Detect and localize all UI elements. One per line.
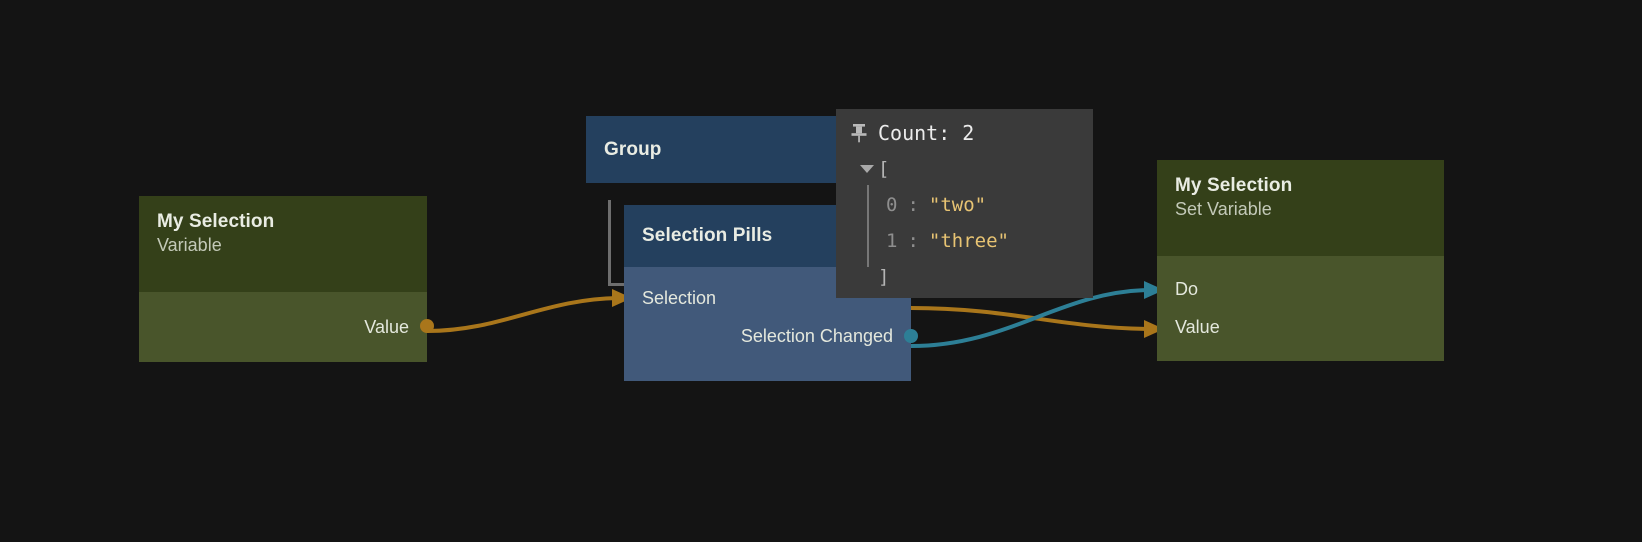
node-title: My Selection <box>157 211 275 232</box>
inspector-entry-0[interactable]: 0 : "two" <box>856 187 1075 223</box>
node-subtitle: Variable <box>157 234 222 255</box>
port-label-selection-changed: Selection Changed <box>740 325 893 346</box>
entry-separator: : <box>907 194 919 216</box>
input-row-selection[interactable]: Selection <box>624 279 911 317</box>
node-my-selection-variable[interactable]: My Selection Variable Value <box>139 196 434 362</box>
entry-value: "three" <box>928 230 1009 252</box>
input-row-do[interactable]: Do <box>1157 270 1444 308</box>
port-label-do: Do <box>1175 278 1199 299</box>
entry-separator: : <box>907 230 919 252</box>
inspector-title: Count: 2 <box>878 121 975 145</box>
inspector-value-tree: [ 0 : "two" 1 : "three" ] <box>850 151 1075 295</box>
wire-selection-to-value <box>910 306 1151 331</box>
entry-value: "two" <box>928 194 987 216</box>
inspector-entry-1[interactable]: 1 : "three" <box>856 223 1075 259</box>
set-variable-subtitle: Set Variable <box>1175 198 1272 219</box>
output-port-selection-changed-dot[interactable] <box>904 329 918 343</box>
inspector-row-open-bracket[interactable]: [ <box>856 151 1075 187</box>
group-title: Group <box>604 138 662 160</box>
input-row-value[interactable]: Value <box>1157 308 1444 346</box>
entry-index: 0 <box>886 194 898 216</box>
open-bracket: [ <box>878 158 890 180</box>
node-body-set-variable: Do Value <box>1157 256 1444 361</box>
set-variable-title: My Selection <box>1175 175 1293 196</box>
wire-value-to-selection <box>426 296 619 333</box>
port-label-selection: Selection <box>642 287 717 308</box>
close-bracket: ] <box>878 266 890 288</box>
inspector-header: Count: 2 <box>850 121 1075 145</box>
node-header-set-variable[interactable]: My Selection Set Variable <box>1157 160 1444 256</box>
output-row-selection-changed[interactable]: Selection Changed <box>624 317 918 355</box>
output-port-value-dot[interactable] <box>420 318 434 333</box>
inspector-row-close-bracket: ] <box>856 259 1075 295</box>
entry-index: 1 <box>886 230 898 252</box>
node-body: Value <box>139 292 434 362</box>
pushpin-icon[interactable] <box>850 123 868 143</box>
triangle-down-icon[interactable] <box>856 165 878 173</box>
output-row-value[interactable]: Value <box>139 292 434 362</box>
group-bracket <box>608 200 632 286</box>
node-header[interactable]: My Selection Variable <box>139 196 427 292</box>
port-label-value-in: Value <box>1175 316 1220 337</box>
wire-selectionchanged-to-do <box>910 288 1151 348</box>
selection-pills-title: Selection Pills <box>642 225 773 247</box>
port-label-value: Value <box>364 316 409 337</box>
indent-guide <box>867 185 869 267</box>
value-inspector-tooltip[interactable]: Count: 2 [ 0 : "two" 1 : "three" ] <box>836 109 1093 298</box>
node-my-selection-set-variable[interactable]: My Selection Set Variable Do Value <box>1157 160 1444 361</box>
